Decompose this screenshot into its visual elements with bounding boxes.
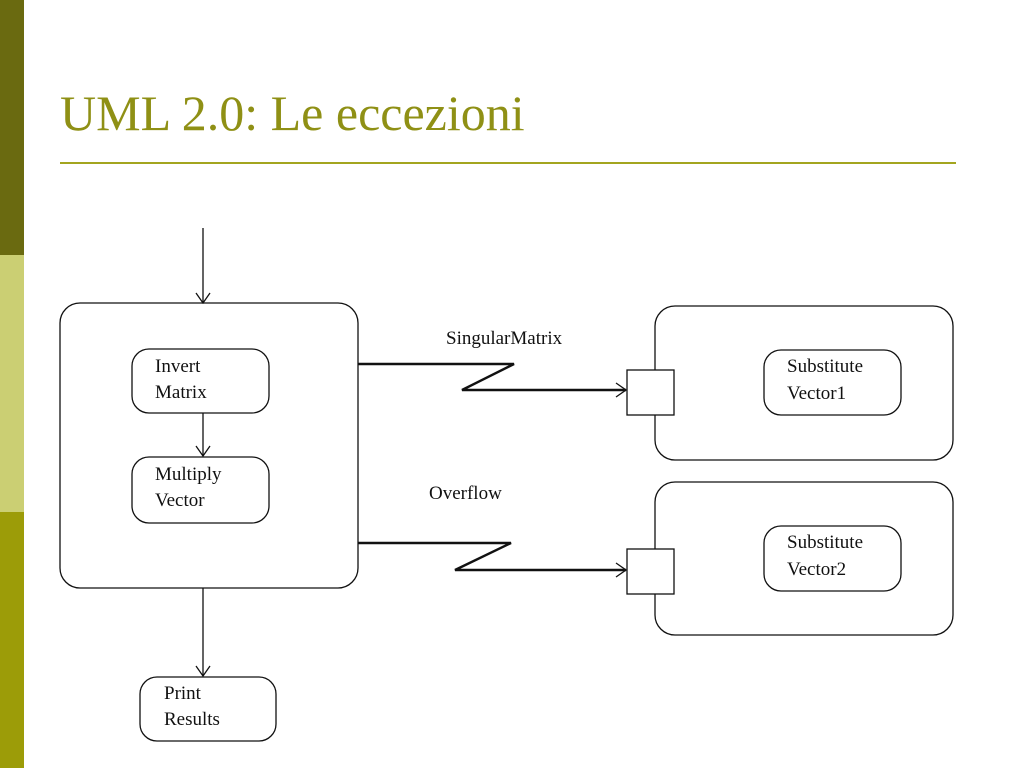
action-label-line2: Vector — [155, 490, 205, 511]
action-label-line1: Substitute — [787, 356, 863, 377]
action-print-results: Print Results — [139, 676, 277, 742]
action-label-line2: Results — [164, 709, 220, 730]
action-substitute-vector2: Substitute Vector2 — [763, 525, 902, 592]
protected-region — [59, 302, 359, 589]
action-label-line1: Print — [164, 683, 202, 704]
exception-flow-overflow — [358, 541, 626, 570]
exception-input-pin-1 — [626, 369, 675, 416]
action-multiply-vector: Multiply Vector — [131, 456, 270, 524]
action-substitute-vector1: Substitute Vector1 — [763, 349, 902, 416]
exception-flow-singular-matrix — [358, 362, 626, 390]
slide-title: UML 2.0: Le eccezioni — [60, 85, 525, 141]
title-underline — [60, 162, 956, 164]
action-label-line1: Invert — [155, 356, 201, 377]
action-label-line1: Substitute — [787, 532, 863, 553]
action-label-line2: Vector2 — [787, 559, 846, 580]
exception-input-pin-2 — [626, 548, 675, 595]
sidebar-band-dark — [0, 0, 24, 255]
sidebar-band-light — [0, 255, 24, 512]
action-label-line2: Matrix — [155, 382, 207, 403]
sidebar-band-olive — [0, 512, 24, 768]
exception-label-overflow: Overflow — [429, 483, 502, 504]
exception-label-singular-matrix: SingularMatrix — [446, 328, 563, 349]
action-label-line1: Multiply — [155, 464, 222, 485]
action-invert-matrix: Invert Matrix — [131, 348, 270, 414]
action-label-line2: Vector1 — [787, 383, 846, 404]
